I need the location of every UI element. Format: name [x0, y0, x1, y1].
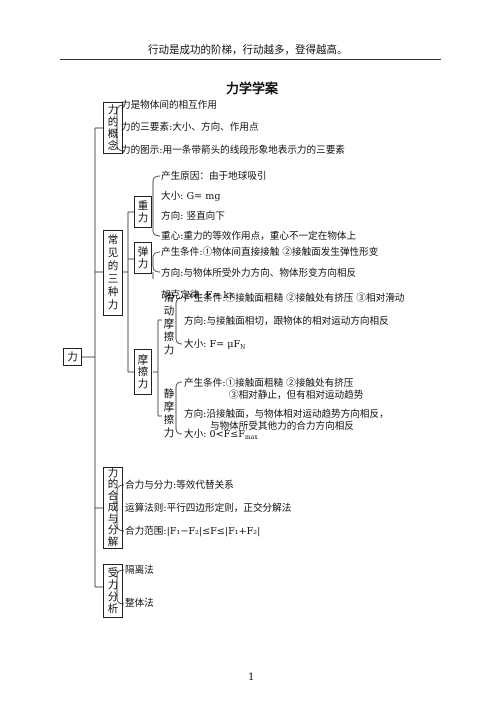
sliding-size-text: 大小: F= μF — [184, 339, 241, 350]
static-direction-line-2: 与物体所受其他力的合力方向相反 — [210, 421, 354, 432]
static-size: 大小: 0<F≤Fmax — [184, 429, 258, 444]
gravity-item-3: 方向: 竖直向下 — [161, 211, 225, 222]
friction-box: 摩擦力 — [134, 349, 152, 395]
sliding-item-1: 产生条件:①接触面粗糙 ②接触处有挤压 ③相对滑动 — [184, 293, 405, 304]
elastic-box: 弹力 — [134, 242, 152, 274]
elastic-item-2: 方向:与物体所受外力方向、物体形变方向相反 — [161, 268, 357, 279]
root-node-force: 力 — [63, 348, 82, 366]
friction-label: 摩擦力 — [137, 354, 149, 390]
analysis-item-1: 隔离法 — [125, 565, 154, 576]
root-label: 力 — [67, 351, 78, 363]
static-condition-line-2: ③相对静止，但有相对运动趋势 — [229, 390, 364, 401]
static-friction-label: 静摩擦力 — [163, 388, 175, 439]
section-common-forces-label: 常见的三种力 — [107, 234, 119, 311]
gravity-item-1: 产生原因：由于地球吸引 — [161, 171, 267, 182]
static-size-subscript: max — [244, 434, 258, 441]
concept-item-1: 力是物体间的相互作用 — [121, 100, 217, 111]
composition-item-3: 合力范围:|F₁−F₂|≤F≤|F₁+F₂| — [125, 526, 261, 537]
section-analysis-label: 受力分析 — [107, 567, 119, 615]
sliding-item-2: 方向:与接触面相切，跟物体的相对运动方向相反 — [184, 316, 389, 327]
page-title: 力学学案 — [226, 82, 279, 97]
static-size-text: 大小: 0<F≤F — [184, 429, 245, 440]
analysis-item-2: 整体法 — [125, 598, 154, 609]
section-analysis-box: 受力分析 — [103, 564, 123, 618]
header-rule — [60, 59, 441, 60]
section-composition-label: 力的合成与分解 — [107, 466, 119, 548]
section-composition-box: 力的合成与分解 — [103, 467, 123, 549]
elastic-label: 弹力 — [137, 246, 149, 270]
sliding-item-3: 大小: F= μFN — [184, 339, 245, 354]
section-concept-label: 力的概念 — [107, 104, 119, 152]
composition-item-2: 运算法则:平行四边形定则，正交分解法 — [125, 503, 292, 514]
gravity-item-4: 重心:重力的等效作用点，重心不一定在物体上 — [161, 231, 357, 242]
composition-item-1: 合力与分力:等效代替关系 — [125, 480, 234, 491]
sliding-friction-label: 滑动摩擦力 — [163, 292, 175, 356]
gravity-box: 重力 — [134, 196, 152, 228]
gravity-label: 重力 — [137, 200, 149, 224]
elastic-item-1: 产生条件:①物体间直接接触 ②接触面发生弹性形变 — [161, 247, 379, 258]
static-condition-line-1: 产生条件:①接触面粗糙 ②接触处有挤压 — [184, 378, 354, 389]
page-number: 1 — [248, 672, 255, 683]
concept-item-2: 力的三要素:大小、方向、作用点 — [121, 122, 259, 133]
header-motto: 行动是成功的阶梯，行动越多，登得越高。 — [148, 44, 348, 56]
elastic-item-3: 胡克定律: F= kx — [161, 290, 235, 301]
sliding-size-subscript: N — [240, 344, 246, 351]
gravity-item-2: 大小: G= mg — [161, 191, 221, 202]
section-concept-box: 力的概念 — [103, 102, 123, 154]
static-direction-line-1: 方向:沿接触面，与物体相对运动趋势方向相反， — [184, 409, 389, 420]
concept-item-3: 力的图示:用一条带箭头的线段形象地表示力的三要素 — [121, 145, 345, 156]
section-common-forces-box: 常见的三种力 — [103, 230, 123, 316]
